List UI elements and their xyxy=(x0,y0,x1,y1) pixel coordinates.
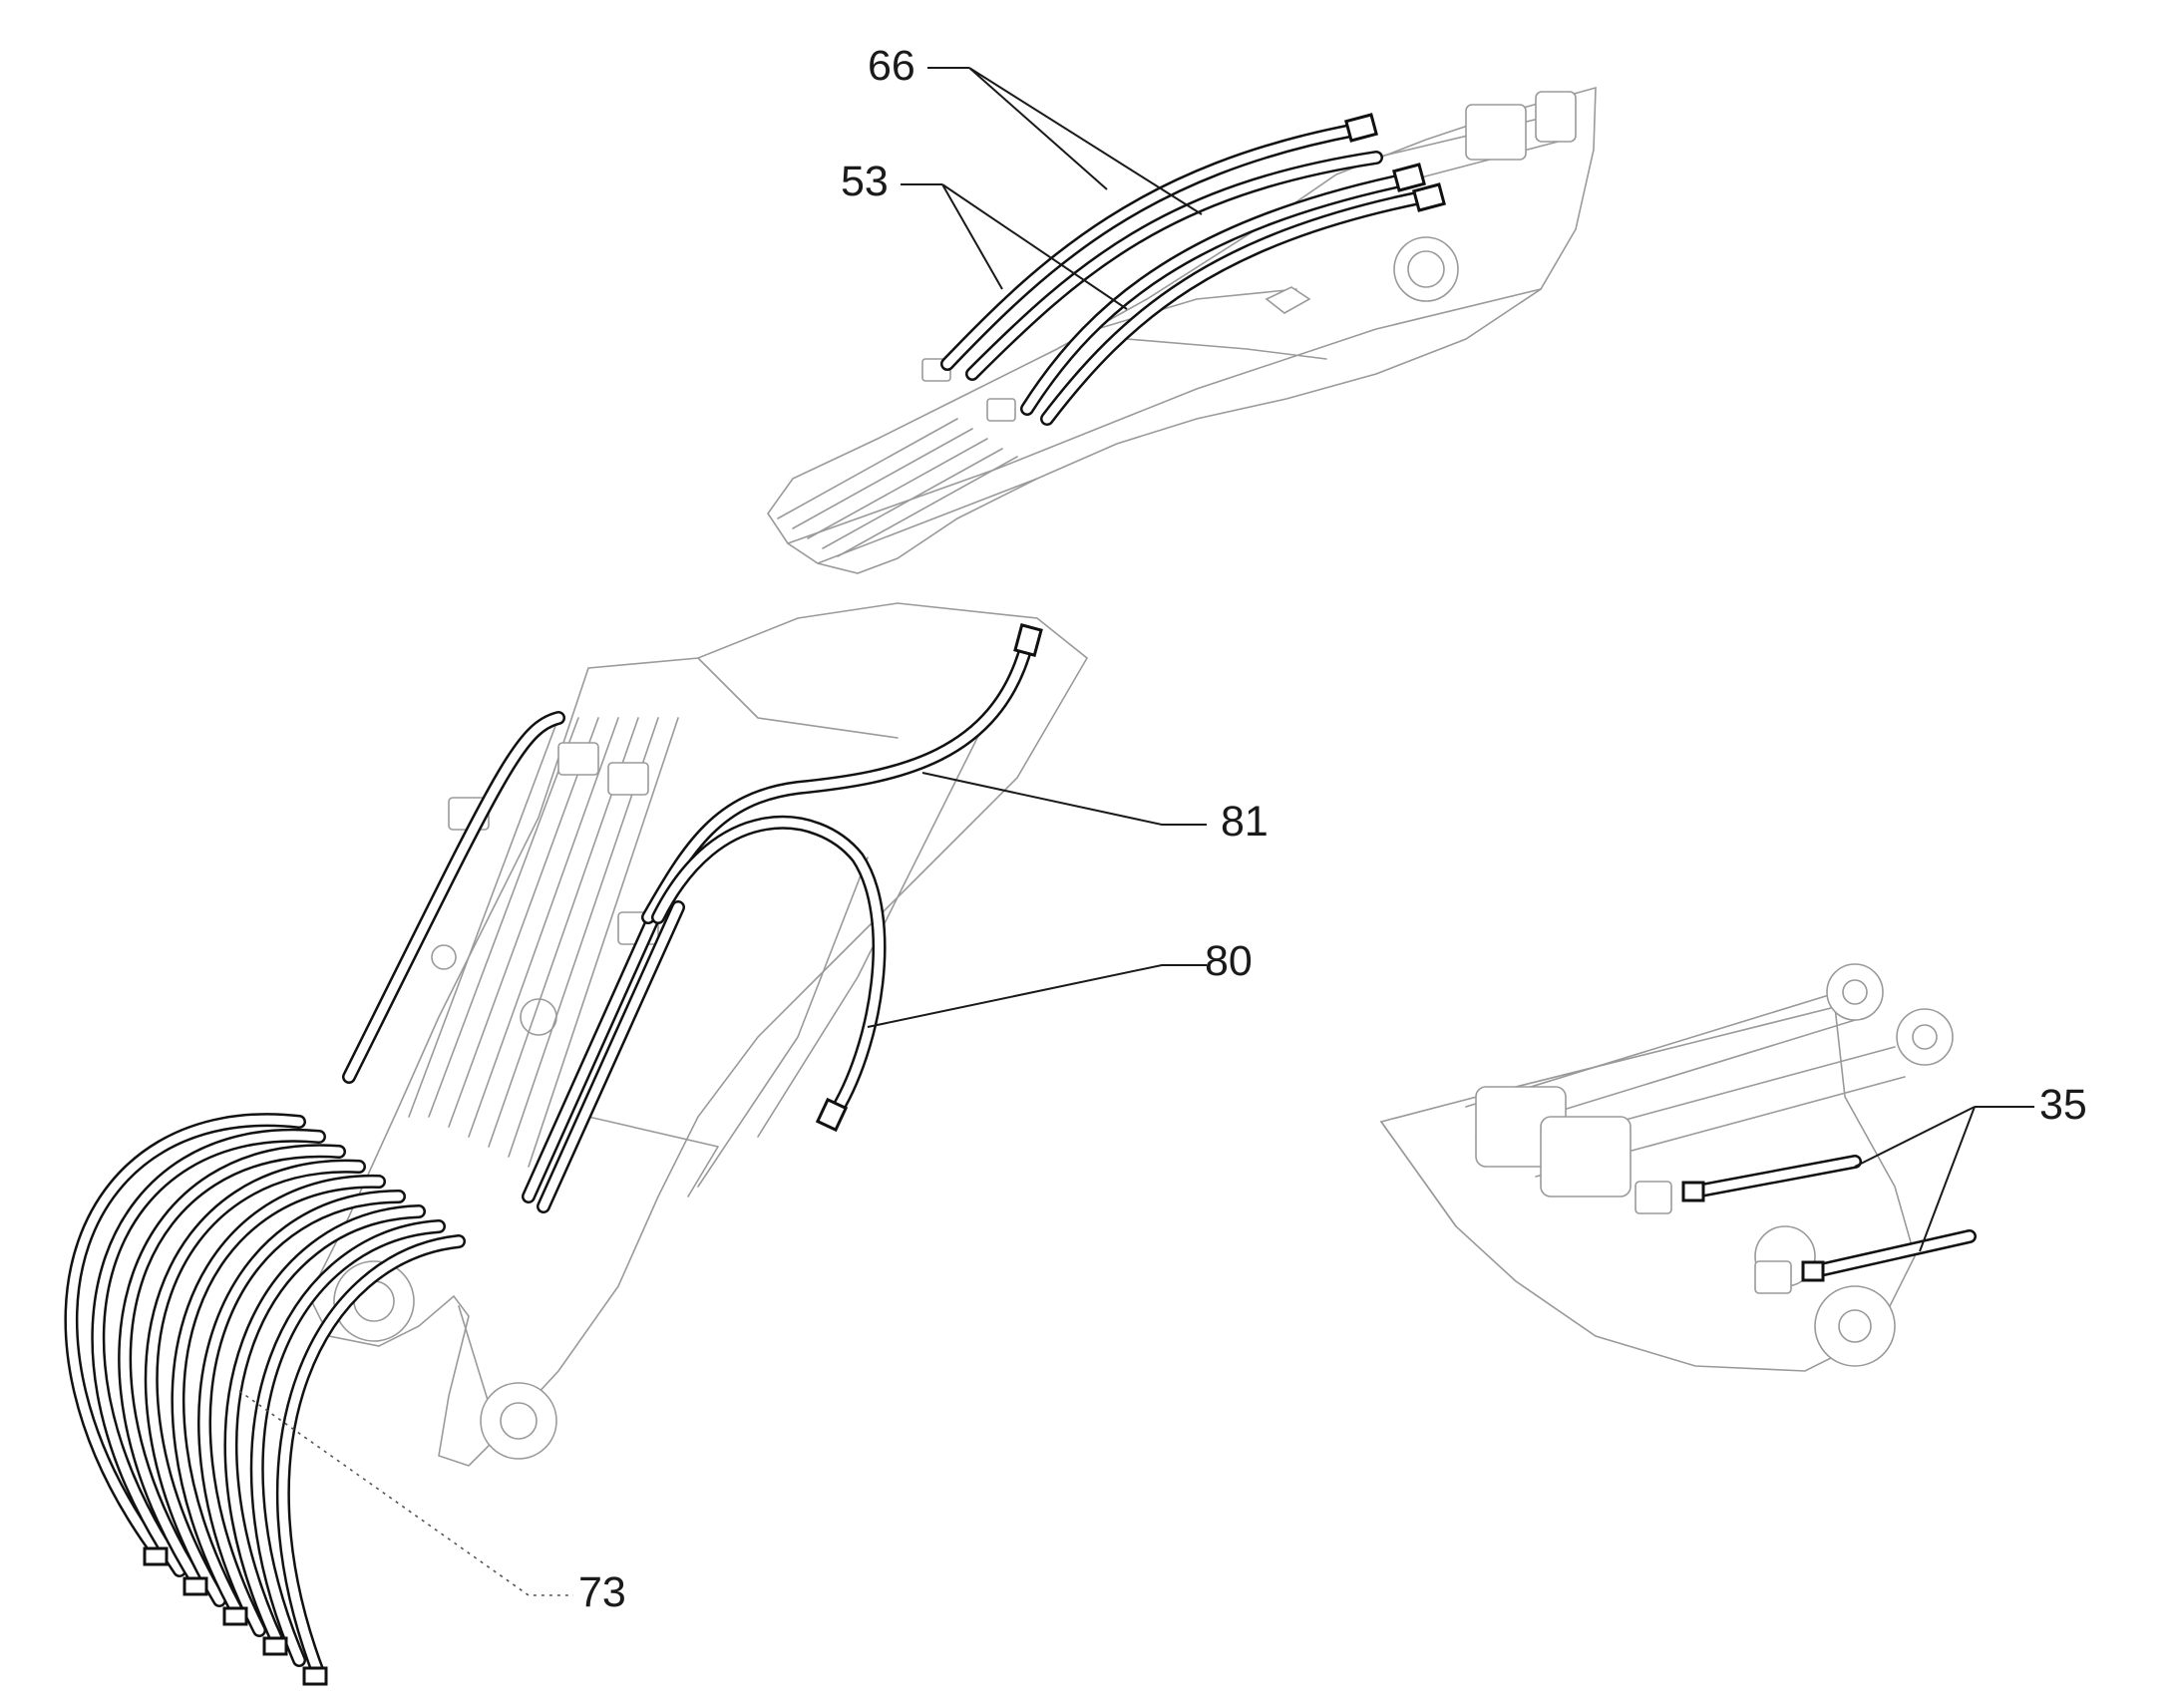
callout-80-label: 80 xyxy=(1205,937,1253,985)
callout-73: 73 xyxy=(238,1390,626,1616)
boom-pin-boss xyxy=(1393,236,1459,302)
boom-lower-pin xyxy=(333,1260,415,1342)
callout-66: 66 xyxy=(868,42,1203,215)
cylinder-detail-view xyxy=(1379,963,1977,1372)
lower-boom-view xyxy=(308,602,1089,1467)
top-boom-outline xyxy=(767,86,1597,574)
hose-loop-bundle xyxy=(64,1113,466,1686)
callout-53-label: 53 xyxy=(841,158,889,205)
callout-80: 80 xyxy=(867,937,1253,1028)
callout-81-label: 81 xyxy=(1221,798,1269,846)
callout-53: 53 xyxy=(841,158,1128,310)
boom-foot-pin xyxy=(480,1382,557,1460)
callout-81: 81 xyxy=(921,772,1269,846)
callout-35-label: 35 xyxy=(2039,1081,2087,1129)
callout-35: 35 xyxy=(1854,1081,2087,1252)
hose-80 xyxy=(651,815,887,1133)
top-boom-view xyxy=(767,86,1597,574)
callout-73-label: 73 xyxy=(578,1568,626,1616)
hose-81 xyxy=(641,623,1043,924)
callout-66-label: 66 xyxy=(868,42,915,90)
